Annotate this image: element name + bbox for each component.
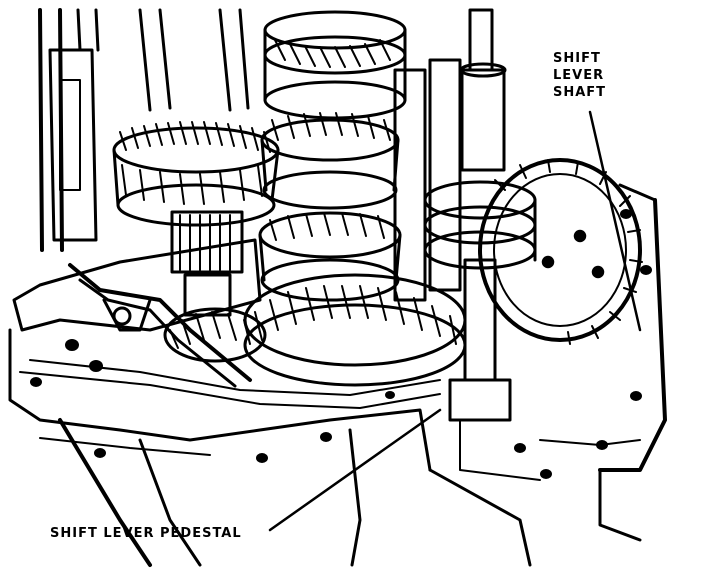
left-shafts	[38, 8, 250, 252]
shift-lever-pedestal-label: SHIFT LEVER PEDESTAL	[50, 526, 242, 541]
transmission-case	[8, 183, 667, 567]
shift-lever-shaft-label: SHIFT LEVER SHAFT	[553, 50, 606, 101]
label-line-3: SHAFT	[553, 85, 607, 100]
shift-linkage	[68, 263, 252, 388]
central-gear-stack	[258, 10, 462, 302]
leader-lines	[268, 110, 642, 532]
case-bolts	[30, 209, 652, 479]
label-line-2: LEVER	[553, 68, 605, 83]
left-mid-gear	[163, 210, 267, 363]
right-shift-shaft	[423, 8, 537, 422]
upper-left-gear	[112, 121, 280, 227]
label-line-1: SHIFT	[553, 51, 601, 66]
right-disc-gear	[478, 158, 643, 345]
